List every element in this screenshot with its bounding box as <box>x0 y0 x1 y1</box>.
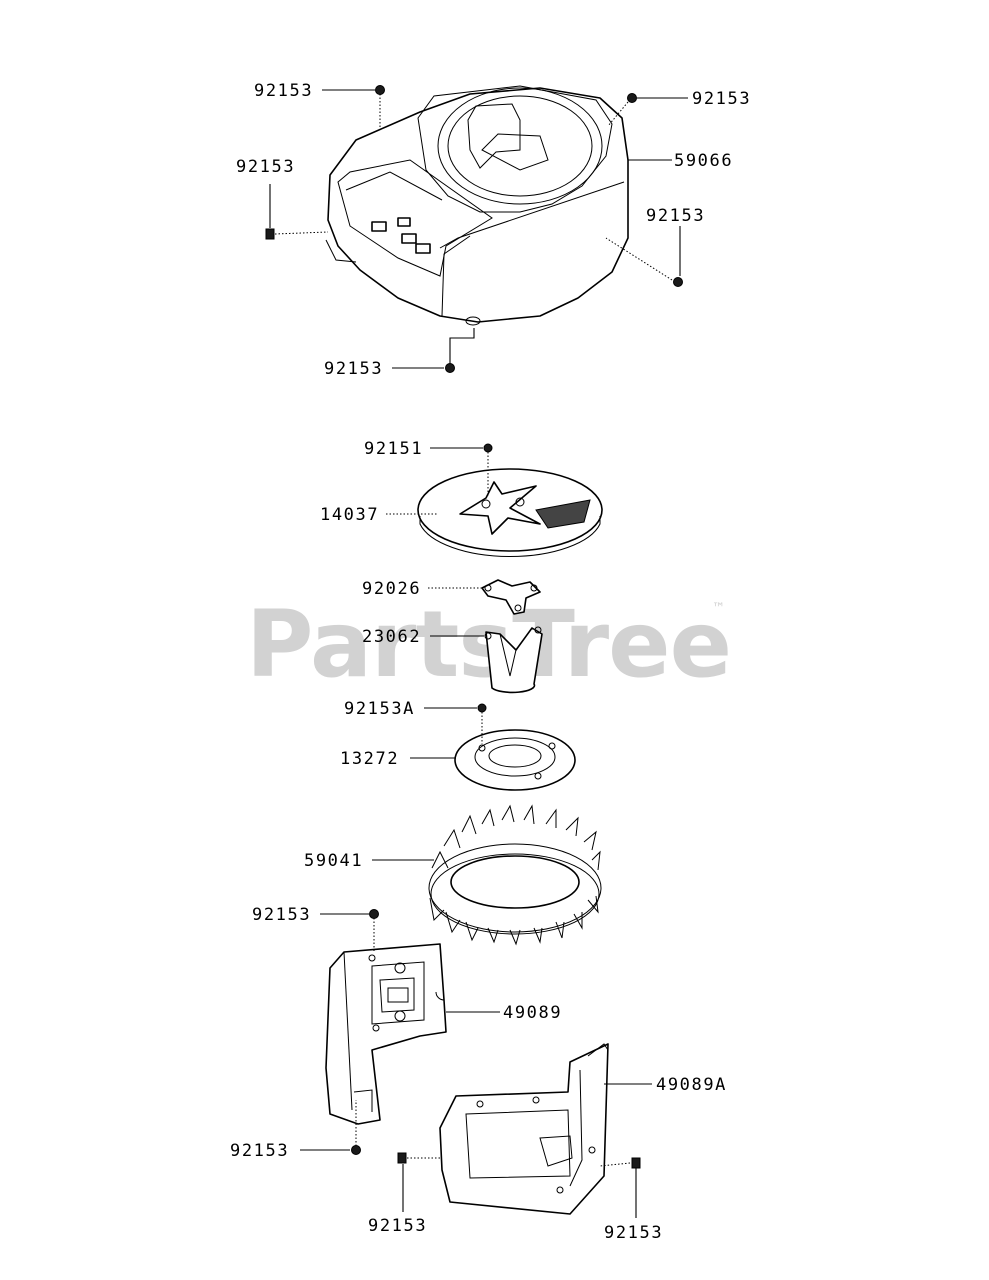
callout-49089A[interactable]: 49089A <box>656 1075 727 1095</box>
callout-92026[interactable]: 92026 <box>362 579 421 599</box>
callout-13272[interactable]: 13272 <box>340 749 399 769</box>
fan-screen-14037[interactable] <box>417 468 603 557</box>
plate-13272[interactable] <box>454 729 576 791</box>
bolts[interactable] <box>265 85 683 1169</box>
callout-92153[interactable]: 92153 <box>324 359 383 379</box>
callout-14037[interactable]: 14037 <box>320 505 379 525</box>
bracket-92026[interactable] <box>481 579 541 615</box>
callout-59041[interactable]: 59041 <box>304 851 363 871</box>
callout-92153[interactable]: 92153 <box>646 206 705 226</box>
callout-92153[interactable]: 92153 <box>252 905 311 925</box>
leader-lines <box>269 89 688 1218</box>
callout-23062[interactable]: 23062 <box>362 627 421 647</box>
callout-92153[interactable]: 92153 <box>230 1141 289 1161</box>
blower-housing-59066[interactable] <box>325 85 629 326</box>
shroud-49089[interactable] <box>325 943 447 1125</box>
callout-92153[interactable]: 92153 <box>236 157 295 177</box>
callout-92153[interactable]: 92153 <box>254 81 313 101</box>
callout-59066[interactable]: 59066 <box>674 151 733 171</box>
callout-92151[interactable]: 92151 <box>364 439 423 459</box>
callout-92153[interactable]: 92153 <box>604 1223 663 1243</box>
callout-92153A[interactable]: 92153A <box>344 699 415 719</box>
callout-92153[interactable]: 92153 <box>692 89 751 109</box>
callout-92153[interactable]: 92153 <box>368 1216 427 1236</box>
cooling-fan-59041[interactable] <box>428 804 602 946</box>
watermark-trademark: ™ <box>712 601 725 616</box>
shroud-49089A[interactable] <box>439 1043 609 1215</box>
shaft-guide-23062[interactable] <box>484 626 543 694</box>
callout-49089[interactable]: 49089 <box>503 1003 562 1023</box>
callout-labels: 92153 92153 59066 92153 92153 92153 9215… <box>230 81 751 1243</box>
